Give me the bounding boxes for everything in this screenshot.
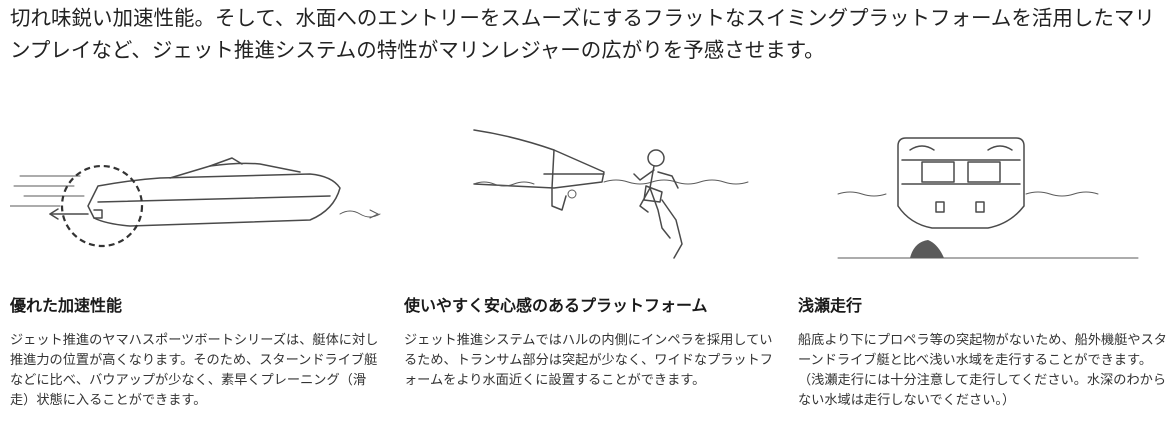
features-section: 優れた加速性能 ジェット推進のヤマハスポーツボートシリーズは、艇体に対し推進力の… [0, 110, 1168, 441]
feature-shallow-water: 浅瀬走行 船底より下にプロペラ等の突起物がないため、船外機艇やスターンドライブ艇… [798, 110, 1168, 441]
feature-acceleration: 優れた加速性能 ジェット推進のヤマハスポーツボートシリーズは、艇体に対し推進力の… [10, 110, 390, 441]
feature-title: 使いやすく安心感のあるプラットフォーム [404, 296, 708, 315]
feature-title: 優れた加速性能 [10, 296, 123, 315]
shallow-water-illustration [798, 110, 1168, 270]
swim-platform-illustration [404, 110, 784, 270]
feature-description: ジェット推進のヤマハスポーツボートシリーズは、艇体に対し推進力の位置が高くなりま… [10, 333, 379, 408]
boat-acceleration-illustration [10, 110, 390, 270]
intro-text: 切れ味鋭い加速性能。そして、水面へのエントリーをスムーズにするフラットなスイミン… [10, 6, 1155, 62]
feature-title: 浅瀬走行 [798, 296, 863, 315]
feature-description: ジェット推進システムではハルの内側にインペラを採用しているため、トランサム部分は… [404, 333, 773, 388]
feature-platform: 使いやすく安心感のあるプラットフォーム ジェット推進システムではハルの内側にイン… [404, 110, 784, 441]
feature-description: 船底より下にプロペラ等の突起物がないため、船外機艇やスターンドライブ艇と比べ浅い… [798, 333, 1167, 408]
